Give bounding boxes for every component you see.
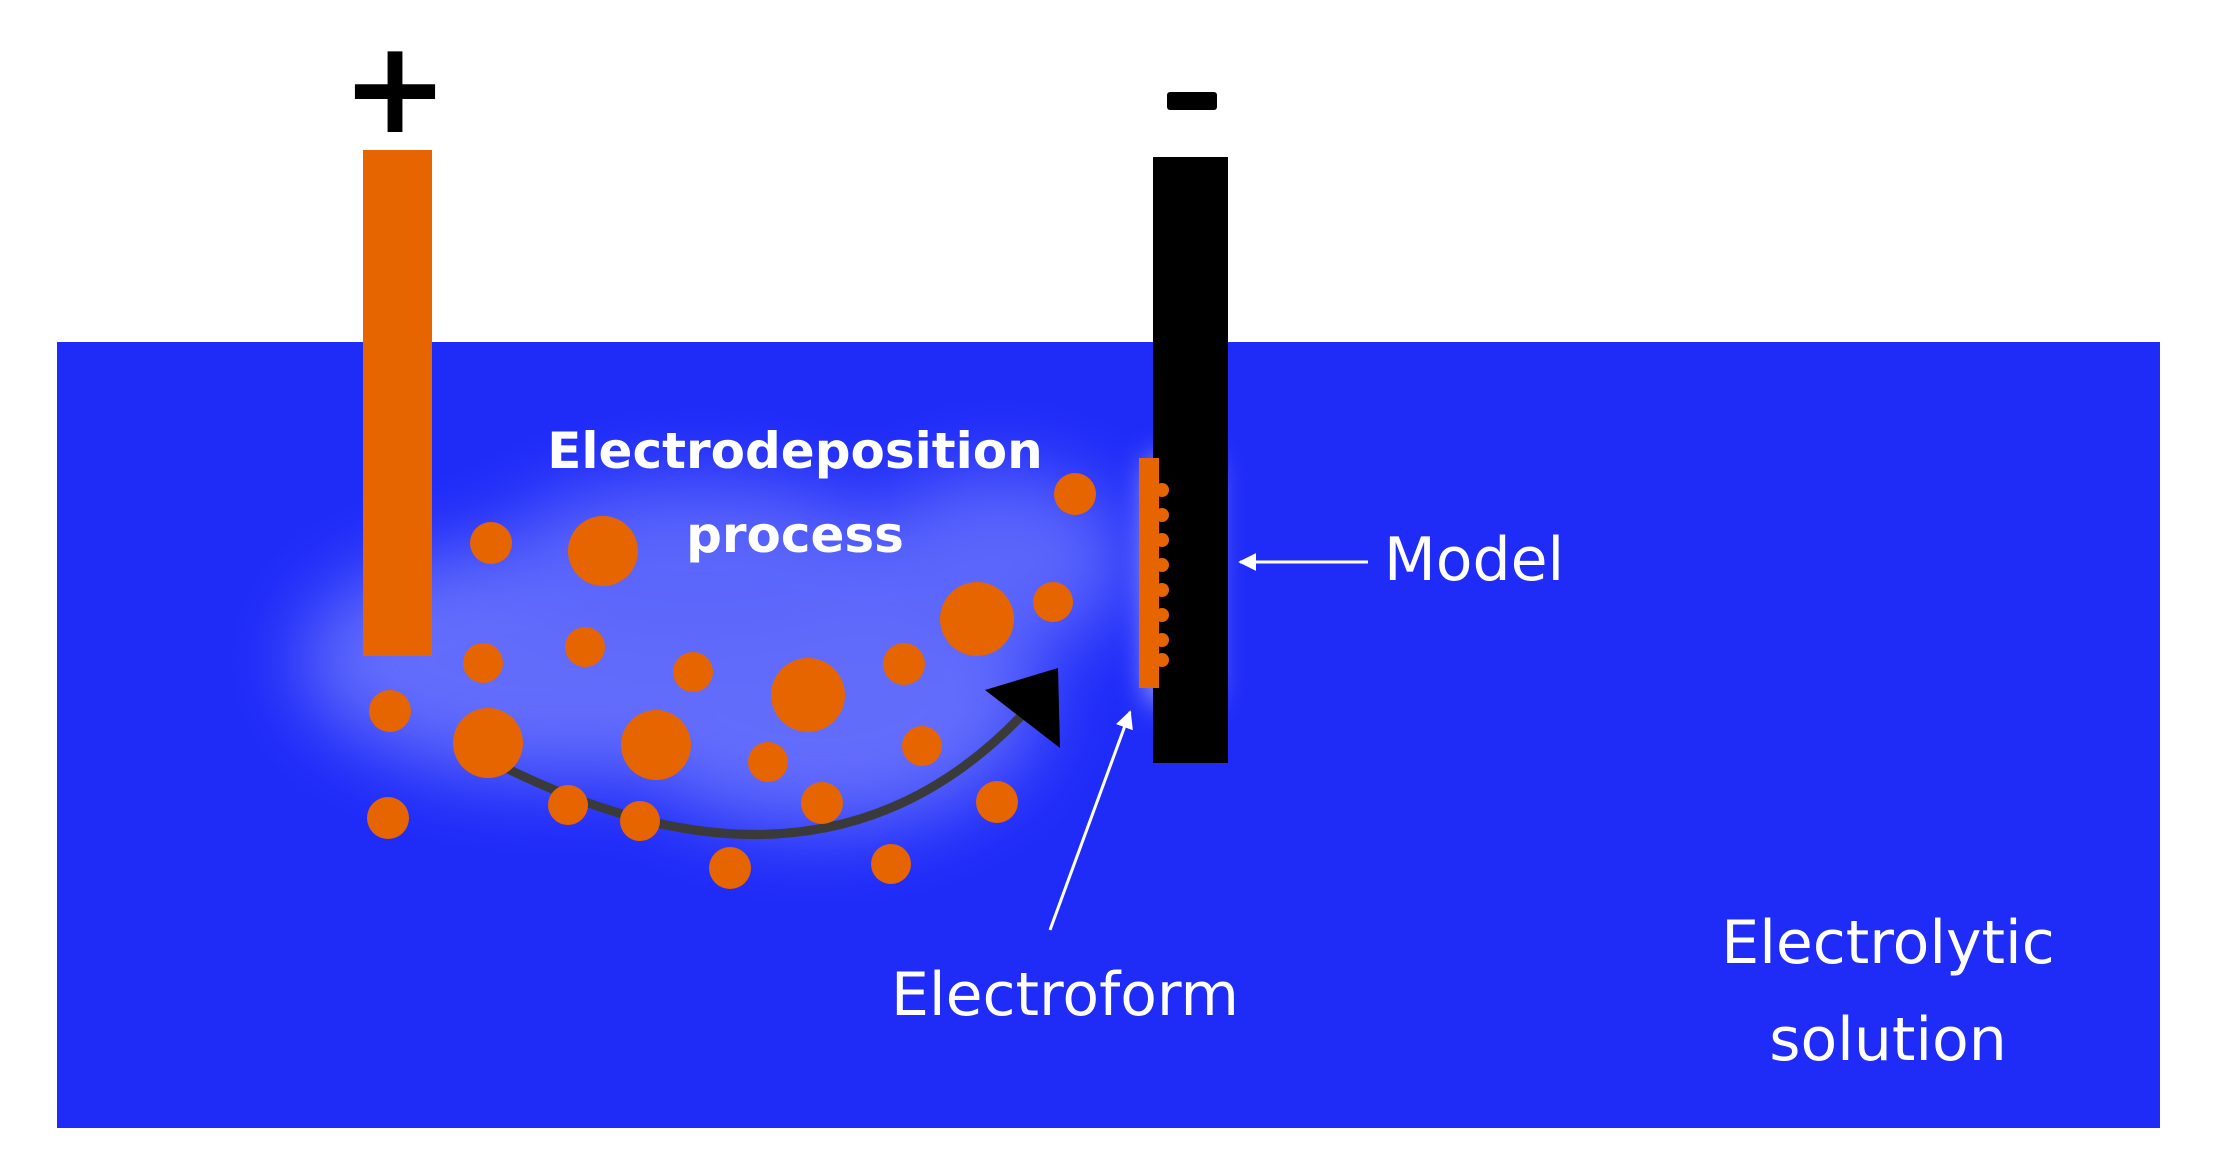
solution-label-line1: Electrolytic — [1721, 908, 2054, 978]
ion-particle — [369, 690, 411, 732]
ion-particle — [902, 726, 942, 766]
ion-particle — [883, 643, 925, 685]
ion-particle — [771, 658, 845, 732]
anode-electrode — [363, 150, 432, 656]
model-label: Model — [1384, 525, 1564, 595]
metal-ion-particles — [367, 473, 1096, 889]
ion-particle — [620, 801, 660, 841]
ion-particle — [548, 785, 588, 825]
ion-particle — [1054, 473, 1096, 515]
ion-particle — [976, 781, 1018, 823]
ion-particle — [367, 797, 409, 839]
process-label-line1: Electrodeposition — [547, 422, 1042, 480]
ion-particle — [568, 516, 638, 586]
cathode-sign — [1167, 92, 1217, 110]
anode-sign: + — [341, 14, 448, 163]
process-arrowhead — [985, 668, 1060, 748]
solution-label-line2: solution — [1769, 1005, 2007, 1075]
electroform-label: Electroform — [891, 960, 1239, 1030]
ion-particle — [565, 627, 605, 667]
ion-particle — [940, 582, 1014, 656]
electroform-layer — [1139, 458, 1159, 688]
electroform-pointer-arrow — [1048, 710, 1133, 931]
ion-particle — [709, 847, 751, 889]
ion-particle — [801, 782, 843, 824]
ion-particle — [748, 742, 788, 782]
ion-particle — [621, 710, 691, 780]
cathode-electrode — [1153, 157, 1228, 763]
ion-particle — [871, 844, 911, 884]
particle-haze — [300, 470, 1130, 830]
ion-particle — [470, 522, 512, 564]
ion-particle — [463, 643, 503, 683]
electroform-bumps — [1155, 483, 1169, 667]
process-label-line2: process — [686, 506, 904, 564]
ion-particle — [1033, 582, 1073, 622]
ion-particle — [673, 652, 713, 692]
ion-particle — [453, 708, 523, 778]
